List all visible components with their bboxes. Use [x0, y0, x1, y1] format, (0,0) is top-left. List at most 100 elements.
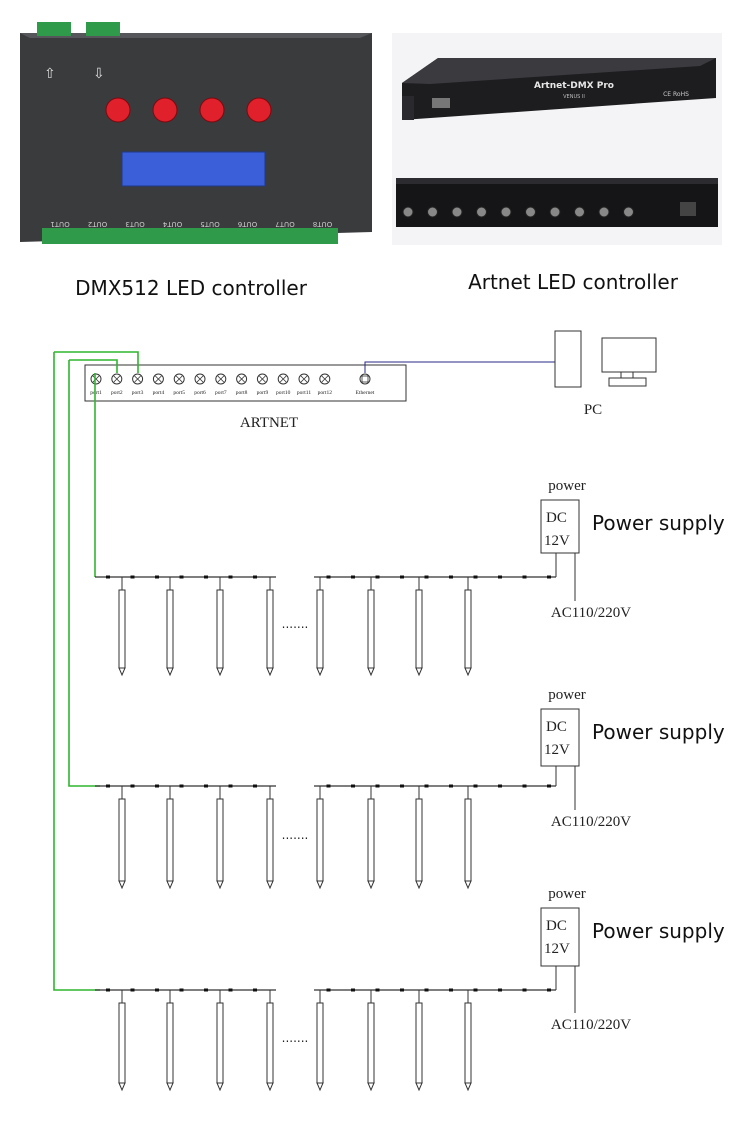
artnet-label: ARTNET [240, 415, 298, 431]
artnet-port-label: port5 [173, 390, 185, 396]
volt-label: 12V [544, 941, 570, 957]
led-tube [316, 798, 324, 882]
led-tube-tip [415, 1082, 423, 1092]
dmx-button-icon [152, 97, 178, 123]
power-supply-box [540, 907, 580, 967]
dmx-button-icon [246, 97, 272, 123]
bus-node [351, 988, 355, 992]
dmx-output-label: OUT1 [50, 220, 69, 228]
led-tube [367, 1002, 375, 1084]
bus-node [498, 575, 502, 579]
bus-node [375, 784, 380, 788]
dc-label: DC [546, 719, 567, 735]
led-tube-tip [316, 880, 324, 890]
xlr-port-icon [525, 206, 536, 218]
power-supply-box [540, 708, 580, 767]
bus-node [130, 575, 135, 579]
xlr-port-icon [623, 206, 634, 218]
dmx-output-label: OUT4 [162, 220, 182, 228]
power-label: power [548, 886, 586, 902]
led-tube-tip [266, 667, 274, 677]
artnet-port-cross-icon [279, 375, 287, 383]
bus-node [326, 575, 331, 579]
xlr-port-icon [500, 206, 512, 218]
ac-label: AC110/220V [551, 814, 631, 830]
xlr-port-icon [476, 206, 487, 218]
signal-wires [53, 351, 139, 991]
led-tube-tip [266, 1082, 274, 1092]
power-supply-label: Power supply [592, 720, 725, 744]
artnet-port-label: port11 [297, 390, 311, 396]
artnet-port-label: port7 [215, 390, 227, 396]
artnet-port-cross-icon [300, 375, 308, 383]
bus-node [375, 575, 380, 579]
dmx-output-label: OUT6 [237, 220, 257, 228]
bus-node [449, 784, 453, 788]
xlr-port-icon [574, 206, 585, 218]
artnet-port-cross-icon [238, 375, 245, 383]
led-tube [415, 589, 423, 669]
volt-label: 12V [544, 533, 570, 549]
bus-node [228, 575, 233, 579]
bus-node [106, 575, 110, 579]
bus-node [449, 575, 453, 579]
bus-node [155, 988, 159, 992]
dmx-output-label: OUT3 [125, 220, 144, 228]
lcd-screen [121, 151, 266, 187]
led-tube-tip [166, 1082, 174, 1092]
power-supply-label: Power supply [592, 511, 725, 535]
led-tube-tip [367, 880, 375, 890]
led-tube-tip [367, 1082, 375, 1092]
led-tube-tip [216, 1082, 224, 1092]
artnet-port-cross-icon [155, 375, 162, 383]
bus-node [155, 784, 159, 788]
artnet-port-cross-icon [92, 375, 100, 383]
bus-node [375, 988, 380, 992]
led-tube-tip [266, 880, 274, 890]
bus-node [228, 988, 233, 992]
led-tube [316, 1002, 324, 1084]
xlr-port-icon [451, 206, 463, 218]
led-tube [166, 589, 174, 669]
artnet-port-label: port2 [111, 390, 123, 396]
artnet-port-cross-icon [217, 375, 225, 383]
artnet-model: VENUS II [563, 94, 585, 100]
bus-node [522, 575, 527, 579]
led-tube [118, 1002, 126, 1084]
artnet-controller-photo: Artnet-DMX Pro VENUS II CE RoHS [392, 33, 722, 245]
led-tube [266, 1002, 274, 1084]
bus-node [498, 784, 502, 788]
xlr-port-icon [598, 206, 610, 218]
led-tube-tip [118, 1082, 126, 1092]
pc-label: PC [584, 402, 602, 418]
bus-node [326, 988, 331, 992]
dmx-button-icon [105, 97, 131, 123]
artnet-port-cross-icon [113, 375, 121, 383]
bus-node [155, 575, 159, 579]
led-tube [464, 589, 472, 669]
artnet-port-cross-icon [196, 375, 204, 383]
artnet-marks: CE RoHS [663, 91, 689, 98]
bus-node [228, 784, 233, 788]
artnet-port-cross-icon [259, 375, 266, 383]
bus-node [179, 988, 184, 992]
svg-text:⇧: ⇧ [44, 66, 56, 82]
led-tube-tip [464, 667, 472, 677]
led-tube-tip [415, 667, 423, 677]
bus-node [106, 988, 110, 992]
ethernet-label: Ethernet [356, 390, 375, 396]
led-tube-tip [367, 667, 375, 677]
dmx-output-label: OUT8 [313, 220, 332, 228]
bus-node [424, 784, 429, 788]
dc-label: DC [546, 510, 567, 526]
ellipsis-label: ....... [282, 1031, 309, 1045]
dc-label: DC [546, 918, 567, 934]
led-tube [464, 1002, 472, 1084]
led-tube-tip [316, 667, 324, 677]
led-tube [118, 589, 126, 669]
led-tube [415, 1002, 423, 1084]
